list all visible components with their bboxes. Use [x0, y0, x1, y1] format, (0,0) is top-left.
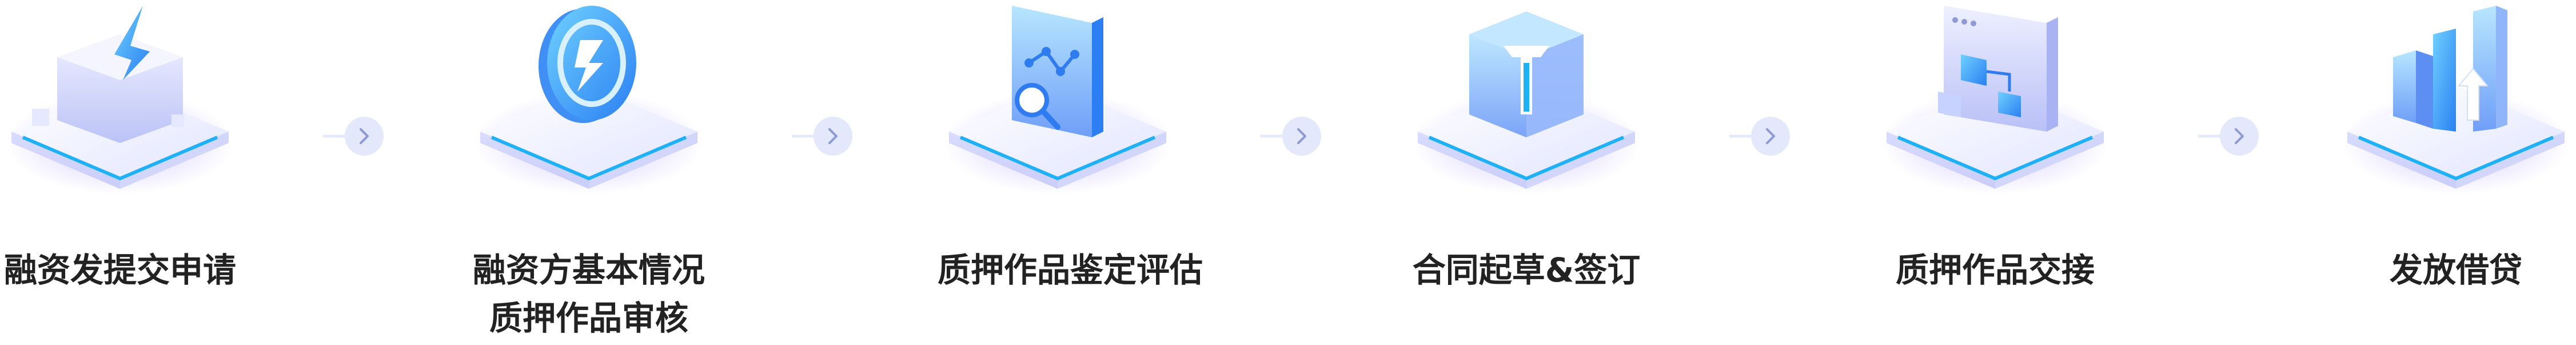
paper-plane-box-icon [6, 6, 234, 195]
growth-chart-icon [2342, 6, 2570, 195]
step-label: 发放借贷 [2336, 246, 2576, 294]
step-appraisal: 质押作品鉴定评估 [938, 0, 1203, 345]
step-label-line: 质押作品交接 [1895, 251, 2095, 290]
step-label-line: 合同起草&签订 [1412, 251, 1641, 290]
step-label-line: 发放借贷 [2389, 251, 2522, 290]
step-label-line: 融资发提交申请 [3, 251, 236, 290]
step-label: 融资发提交申请 [0, 246, 240, 294]
flow-handover-icon [1881, 6, 2110, 195]
step-label: 质押作品鉴定评估 [938, 246, 1203, 294]
step-label: 融资方基本情况 质押作品审核 [469, 246, 709, 342]
step-handover: 质押作品交接 [1875, 0, 2115, 345]
step-label: 合同起草&签订 [1406, 246, 1646, 294]
step-label-line: 质押作品鉴定评估 [938, 251, 1203, 290]
chevron-right-icon [323, 117, 384, 156]
step-basic-info-review: 融资方基本情况 质押作品审核 [469, 0, 709, 345]
chevron-right-icon [2198, 117, 2259, 156]
step-contract: 合同起草&签订 [1406, 0, 1646, 345]
chevron-right-icon [792, 117, 852, 156]
step-submit-application: 融资发提交申请 [0, 0, 240, 345]
chevron-right-icon [1729, 117, 1790, 156]
step-disburse-loan: 发放借贷 [2336, 0, 2576, 345]
refresh-coin-icon [474, 6, 703, 195]
contract-cube-icon [1412, 11, 1641, 195]
chevron-right-icon [1261, 117, 1321, 156]
step-label-line: 质押作品审核 [489, 299, 688, 338]
step-label: 质押作品交接 [1875, 246, 2115, 294]
document-search-icon [943, 6, 1172, 195]
step-label-line: 融资方基本情况 [472, 251, 705, 290]
